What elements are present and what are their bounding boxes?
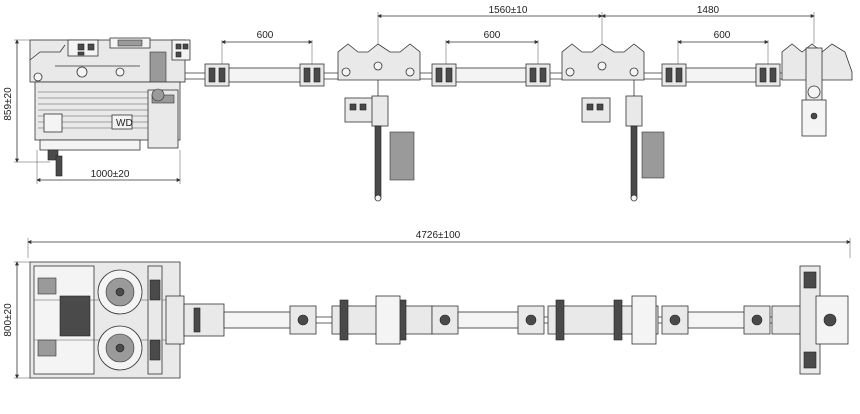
tail-end: [781, 43, 853, 137]
plan-link-3: [687, 305, 771, 335]
link-segment-2: [431, 63, 551, 87]
carriage-1: [337, 43, 421, 202]
dim-length-label: 4726±100: [416, 230, 461, 241]
link-segment-3: [661, 63, 781, 87]
dim-span-left-label: 600: [257, 30, 274, 41]
dim-span-center-label: 600: [484, 30, 501, 41]
plan-carriage-1: [331, 295, 459, 345]
drive-unit: WD: [29, 37, 191, 177]
dim-span-center: 600: [445, 30, 539, 64]
dim-width-top-label: 1000±20: [91, 169, 130, 180]
dim-pitch-right: 1480: [601, 5, 815, 44]
dim-span-left: 600: [221, 30, 313, 64]
dim-height-bottom-label: 800±20: [3, 303, 14, 337]
dim-pitch-label: 1560±10: [489, 5, 528, 16]
drive-unit-plan: [29, 261, 185, 379]
plan-link-1: [183, 303, 317, 337]
dim-height-top: 859±20: [3, 39, 50, 163]
dim-width-top: 1000±20: [36, 150, 181, 184]
dim-pitch-right-label: 1480: [697, 5, 720, 16]
plan-tail-end: [771, 265, 849, 375]
link-segment-1: [204, 63, 325, 87]
carriage-2: [561, 43, 665, 202]
dim-height-bottom: 800±20: [3, 261, 30, 379]
plan-view: 4726±100 800±20: [3, 230, 851, 379]
dim-length: 4726±100: [27, 230, 851, 258]
dim-span-right: 600: [677, 30, 769, 64]
dim-span-right-label: 600: [714, 30, 731, 41]
unit-plate-label: WD: [116, 118, 133, 129]
dim-height-top-label: 859±20: [3, 87, 14, 121]
elevation-view: WD: [3, 5, 853, 202]
plan-carriage-2: [547, 295, 689, 345]
plan-link-2: [457, 305, 545, 335]
